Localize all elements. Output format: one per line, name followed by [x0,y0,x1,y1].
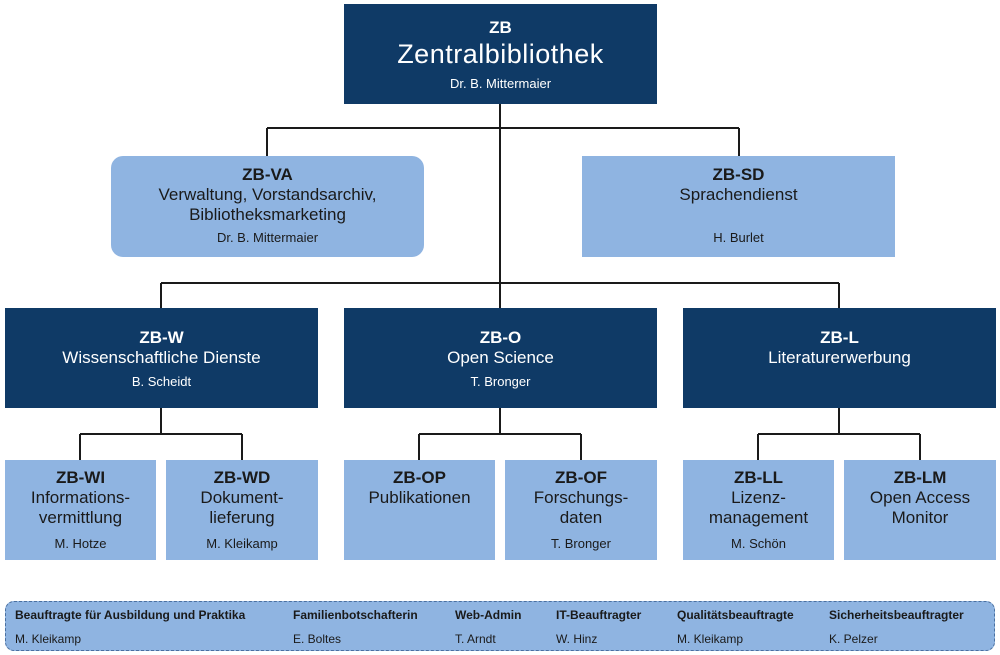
unit-code: ZB [489,18,512,37]
unit-code: ZB-LM [893,468,947,487]
unit-name: Open Access Monitor [869,488,971,527]
delegate-person: K. Pelzer [829,632,878,646]
org-unit-zb-of: ZB-OF Forschungs- daten T. Bronger [505,460,657,560]
delegate-role: Web-Admin [455,608,522,622]
org-unit-zb-l: ZB-L Literaturerwerbung [683,308,996,408]
unit-head: Dr. B. Mittermaier [216,230,319,245]
unit-code: ZB-W [139,328,184,347]
unit-name: Publikationen [368,488,471,507]
org-unit-zb-lm: ZB-LM Open Access Monitor [844,460,996,560]
unit-code: ZB-LL [733,468,784,487]
unit-name: Zentralbibliothek [397,39,604,69]
delegates-panel: Beauftragte für Ausbildung und Praktika … [5,601,995,651]
delegate-it: IT-Beauftragter W. Hinz [556,608,641,647]
unit-head: H. Burlet [713,230,764,245]
delegate-qualitaet: Qualitätsbeauftragte M. Kleikamp [677,608,794,647]
unit-code: ZB-SD [712,165,765,184]
org-unit-zb-va: ZB-VA Verwaltung, Vorstandsarchiv, Bibli… [111,156,424,257]
unit-name: Sprachendienst [679,185,798,204]
unit-code: ZB-OP [393,468,446,487]
unit-name: Forschungs- daten [533,488,629,527]
unit-head: T. Bronger [470,374,531,389]
delegate-role: Beauftragte für Ausbildung und Praktika [15,608,246,622]
delegate-person: M. Kleikamp [677,632,744,646]
delegate-web-admin: Web-Admin T. Arndt [455,608,521,647]
delegate-role: Qualitätsbeauftragte [677,608,794,622]
delegate-sicherheit: Sicherheitsbeauftragter K. Pelzer [829,608,964,647]
unit-name: Dokument- lieferung [200,488,284,527]
delegate-role: Familienbotschafterin [293,608,418,622]
org-unit-zb-op: ZB-OP Publikationen [344,460,495,560]
unit-code: ZB-WD [213,468,271,487]
unit-name: Wissenschaftliche Dienste [62,348,261,367]
delegate-role: Sicherheitsbeauftragter [829,608,964,622]
unit-code: ZB-WI [55,468,106,487]
unit-head: M. Kleikamp [206,536,278,551]
unit-name: Open Science [447,348,554,367]
unit-code: ZB-VA [242,165,293,184]
unit-head: M. Schön [731,536,786,551]
delegate-person: E. Boltes [293,632,342,646]
org-unit-zb-w: ZB-W Wissenschaftliche Dienste B. Scheid… [5,308,318,408]
delegate-person: M. Kleikamp [15,632,82,646]
org-unit-zb: ZB Zentralbibliothek Dr. B. Mittermaier [344,4,657,104]
delegate-person: W. Hinz [556,632,598,646]
delegate-familie: Familienbotschafterin E. Boltes [293,608,418,647]
unit-name: Verwaltung, Vorstandsarchiv, Bibliotheks… [158,185,377,224]
unit-name: Lizenz- management [708,488,809,527]
unit-code: ZB-L [820,328,859,347]
org-unit-zb-o: ZB-O Open Science T. Bronger [344,308,657,408]
unit-head: Dr. B. Mittermaier [449,76,552,91]
org-unit-zb-wi: ZB-WI Informations- vermittlung M. Hotze [5,460,156,560]
unit-name: Informations- vermittlung [30,488,131,527]
unit-head: T. Bronger [551,536,611,551]
unit-code: ZB-O [479,328,522,347]
unit-name: Literaturerwerbung [768,348,911,367]
org-unit-zb-ll: ZB-LL Lizenz- management M. Schön [683,460,834,560]
delegate-ausbildung: Beauftragte für Ausbildung und Praktika … [15,608,245,647]
org-unit-zb-wd: ZB-WD Dokument- lieferung M. Kleikamp [166,460,318,560]
delegate-person: T. Arndt [455,632,496,646]
unit-code: ZB-OF [555,468,607,487]
unit-head: B. Scheidt [131,374,192,389]
org-unit-zb-sd: ZB-SD Sprachendienst H. Burlet [582,156,895,257]
delegate-role: IT-Beauftragter [556,608,642,622]
unit-head: M. Hotze [54,536,107,551]
